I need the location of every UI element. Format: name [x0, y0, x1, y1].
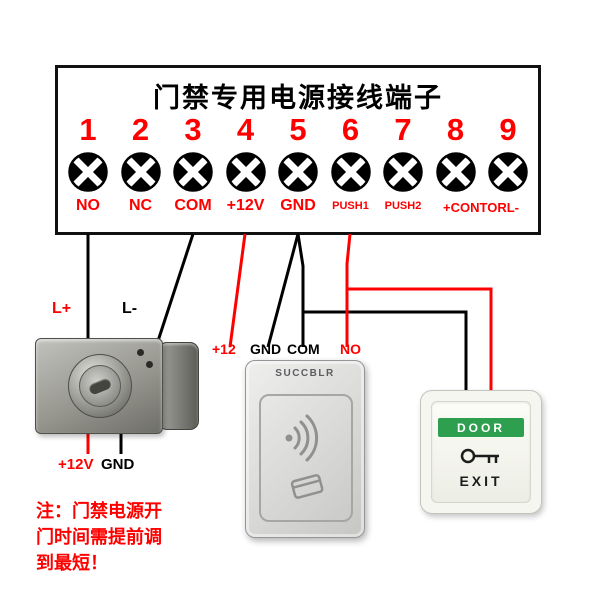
terminal-8: 8 — [432, 112, 480, 216]
terminal-6: 6 PUSH1 — [327, 112, 375, 216]
label-reader-gnd: GND — [250, 341, 282, 357]
terminal-number: 2 — [131, 112, 150, 147]
note-text: 注：门禁电源开 门时间需提前调 到最短！ — [36, 498, 162, 576]
terminal-label: COM — [174, 197, 212, 214]
lock-body — [35, 338, 163, 434]
lock-cylinder — [158, 342, 199, 430]
terminal-label: NO — [76, 197, 100, 214]
lock-knob — [68, 354, 132, 418]
panel-title: 门禁专用电源接线端子 — [153, 83, 443, 113]
screw-terminal-icon — [435, 152, 476, 192]
exit-button-device: DOOR EXIT — [420, 390, 542, 514]
wire-com-reader — [296, 233, 305, 347]
terminal-label: +12V — [226, 197, 265, 214]
label-lock-bottom-gnd: GND — [101, 456, 135, 473]
terminal-number: 3 — [184, 112, 202, 147]
reader-panel — [259, 394, 353, 522]
label-lock-l-minus: L- — [122, 300, 138, 317]
power-supply-panel: 门禁专用电源接线端子 1 NO 2 NC 3 COM 4 +12V — [55, 65, 541, 235]
wire-12v-to-reader — [228, 233, 247, 348]
screw-terminal-icon — [383, 152, 423, 192]
label-lock-l-plus: L+ — [52, 300, 72, 317]
terminal-label: GND — [280, 197, 316, 214]
reader-brand: SUCCBLR — [275, 368, 335, 379]
label-reader-12v: +12 — [212, 341, 236, 357]
screw-terminal-icon — [278, 152, 318, 192]
lock-knob-inner — [79, 365, 121, 407]
terminal-label: NC — [128, 197, 153, 214]
screw-terminal-icon — [68, 152, 108, 192]
screw-terminal-icon — [488, 152, 528, 192]
label-reader-com: COM — [287, 341, 320, 357]
note-line: 到最短！ — [36, 553, 108, 573]
lock-screw-hole — [137, 349, 144, 356]
wire-gnd-to-reader — [266, 233, 300, 348]
door-label: DOOR — [457, 420, 505, 435]
screw-terminal-icon — [225, 152, 266, 192]
terminal-number: 7 — [394, 112, 412, 147]
terminal-5: 5 GND — [274, 112, 322, 216]
electric-lock — [35, 338, 199, 434]
swipe-card-icon — [290, 474, 324, 499]
lock-screw-hole — [146, 361, 153, 368]
terminal-2: 2 NC — [117, 112, 165, 216]
key-icon — [460, 448, 499, 464]
terminal-label: PUSH1 — [332, 200, 369, 212]
terminal-number: 5 — [289, 112, 307, 147]
screw-terminal-icon — [120, 152, 161, 192]
terminal-9: 9 — [484, 112, 532, 216]
terminals-row: 1 NO 2 NC 3 COM 4 +12V 5 GN — [64, 112, 532, 216]
terminal-number: 1 — [79, 112, 97, 147]
terminal-number: 6 — [341, 112, 360, 147]
terminal-number: 4 — [236, 112, 255, 147]
terminal-4: 4 +12V — [222, 112, 270, 216]
terminal-7: 7 PUSH2 — [379, 112, 427, 216]
note-line: 门时间需提前调 — [36, 527, 162, 547]
screw-terminal-icon — [330, 152, 371, 192]
wire-com-to-lock — [155, 233, 195, 345]
note-line: 注：门禁电源开 — [36, 501, 162, 521]
rf-waves-icon — [285, 414, 319, 462]
exit-label: EXIT — [459, 473, 503, 489]
terminal-label: PUSH2 — [384, 200, 422, 212]
screw-terminal-icon — [173, 152, 213, 192]
lock-knob-handle — [87, 376, 113, 396]
terminal-1: 1 NO — [64, 112, 112, 216]
control-terminal-label: +CONTORL- — [443, 200, 519, 215]
exit-button-plate: DOOR EXIT — [431, 401, 531, 503]
terminal-3: 3 COM — [169, 112, 217, 216]
door-label-strip: DOOR — [438, 418, 524, 437]
wire-push1-to-exit-button — [347, 287, 493, 393]
terminal-number: 9 — [499, 112, 517, 147]
terminal-number: 8 — [446, 112, 465, 147]
label-lock-bottom-12v: +12V — [58, 456, 94, 473]
label-reader-no: NO — [340, 341, 361, 357]
wire-push1-to-no — [345, 233, 352, 347]
card-reader: SUCCBLR — [245, 360, 365, 538]
